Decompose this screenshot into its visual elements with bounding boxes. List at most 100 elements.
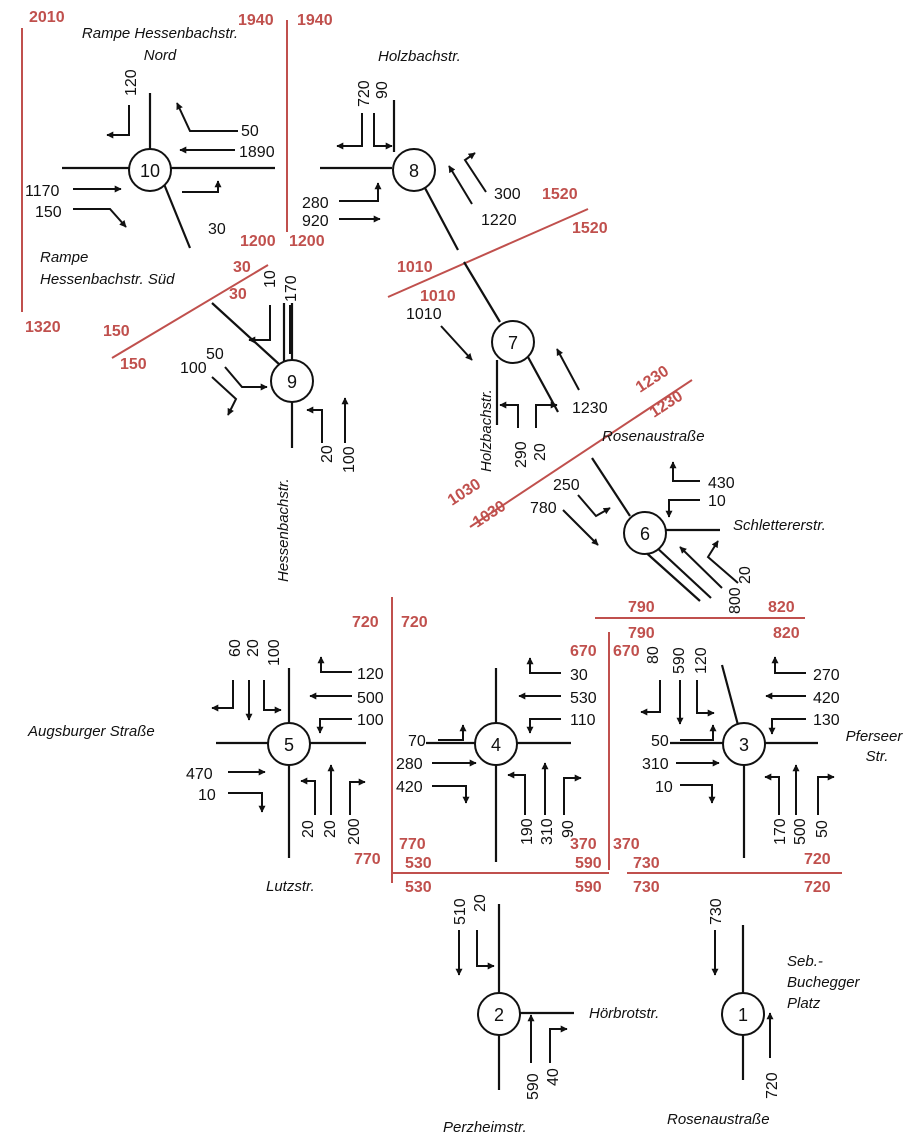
flow-3-w-right: 270 [813, 667, 840, 684]
arrow-6-se-b [706, 540, 739, 584]
total-1200-a: 1200 [240, 233, 276, 250]
total-2010: 2010 [29, 9, 65, 26]
total-1320: 1320 [25, 319, 61, 336]
total-1010-b: 1010 [420, 288, 456, 305]
junction-1-label: 1 [738, 1005, 748, 1025]
flow-4-n-straight: 310 [539, 818, 556, 845]
junction-7-label: 7 [508, 333, 518, 353]
street-rampe-sued-1: Rampe [40, 249, 88, 266]
section-lines [21, 20, 842, 883]
street-seb-3: Platz [787, 995, 821, 1012]
flow-8-e-left: 280 [302, 195, 329, 212]
total-720-c: 720 [804, 851, 831, 868]
total-370-a: 370 [570, 836, 597, 853]
arrow-9-n-left [306, 406, 323, 443]
street-rampe-nord-2: Nord [144, 47, 177, 64]
street-schlettererstr: Schlettererstr. [733, 517, 826, 534]
flow-3-w-left: 130 [813, 712, 840, 729]
arrow-5-s-left [263, 680, 282, 714]
flow-4-w-straight: 530 [570, 690, 597, 707]
flow-4-w-left: 110 [570, 712, 596, 729]
flow-5-s-left: 100 [266, 639, 283, 666]
flow-values: 120 50 1890 1170 150 30 720 90 300 1220 … [25, 69, 840, 1100]
flow-2-s-straight: 510 [452, 898, 469, 925]
total-30-b: 30 [229, 286, 247, 303]
arrow-7-out [556, 348, 580, 391]
total-590-b: 590 [575, 879, 602, 896]
arrow-3-e-right [680, 784, 716, 804]
flow-7-s-right: 20 [532, 443, 549, 461]
junction-6: 6 [623, 511, 667, 555]
roads [62, 93, 818, 1090]
flow-2-n-right: 40 [545, 1068, 562, 1086]
flow-8-n-straight: 300 [494, 186, 521, 203]
flow-8-e-straight: 920 [302, 213, 329, 230]
arrow-9-s-right [248, 305, 271, 344]
total-730-b: 730 [633, 879, 660, 896]
flow-7-out: 1230 [572, 400, 608, 417]
flow-10-e-straight: 1170 [25, 183, 60, 200]
street-rosenaustrasse-bottom: Rosenaustraße [667, 1111, 770, 1128]
arrow-5-w-left [316, 718, 352, 734]
total-1030-b: 1030 [470, 498, 509, 532]
arrow-9-e-right [211, 376, 238, 416]
flow-6-n-left: 10 [708, 493, 726, 510]
flow-9-e-left: 50 [206, 346, 224, 363]
street-labels: Rampe Hessenbachstr. Nord Holzbachstr. R… [27, 25, 903, 1136]
flow-3-n-right: 50 [814, 820, 831, 838]
total-790-b: 790 [628, 625, 655, 642]
total-1010-a: 1010 [397, 259, 433, 276]
section-line-7-6 [469, 379, 693, 528]
arrow-3-s-left [696, 680, 715, 717]
flow-5-w-left: 100 [357, 712, 384, 729]
junction-2-label: 2 [494, 1005, 504, 1025]
total-30-a: 30 [233, 259, 251, 276]
arrow-5-e-right [228, 792, 266, 813]
flow-6-w-right: 780 [530, 500, 557, 517]
arrow-7-s-right [535, 401, 558, 428]
arrow-8-n-straight [463, 152, 487, 193]
flow-5-w-straight: 500 [357, 690, 384, 707]
total-1940-a: 1940 [238, 12, 274, 29]
junction-9-label: 9 [287, 372, 297, 392]
arrow-10-w-right [182, 180, 222, 193]
junction-nodes: 10 8 9 7 6 5 4 3 2 1 [128, 148, 766, 1036]
junction-6-label: 6 [640, 524, 650, 544]
arrow-2-s-left [476, 930, 495, 970]
arrow-6-n-right [669, 461, 700, 482]
arrow-10-w-left [176, 102, 238, 132]
flow-5-e-straight: 470 [186, 766, 213, 783]
arrow-2-n-right [549, 1025, 568, 1063]
total-370-b: 370 [613, 836, 640, 853]
total-1200-b: 1200 [289, 233, 325, 250]
street-holzbachstr-side: Holzbachstr. [478, 389, 495, 472]
arrow-8-s-right [336, 113, 363, 150]
arrow-5-s-right [211, 680, 234, 712]
total-730-a: 730 [633, 855, 660, 872]
arrow-7-in [440, 325, 473, 361]
arrow-10-s-left [106, 105, 130, 139]
flow-3-n-straight: 500 [792, 818, 809, 845]
section-line-8-7 [387, 208, 589, 298]
street-hessenbachstr: Hessenbachstr. [275, 478, 292, 582]
flow-10-w-left: 50 [241, 123, 259, 140]
street-holzbachstr-top: Holzbachstr. [378, 48, 461, 65]
arrow-6-se-a [679, 546, 723, 589]
street-rosenaustrasse-top: Rosenaustraße [602, 428, 705, 445]
arrow-4-e-left [438, 724, 467, 741]
flow-2-n-straight: 590 [525, 1073, 542, 1100]
arrow-3-e-left [680, 724, 717, 741]
arrow-4-n-right [563, 774, 582, 815]
street-rampe-nord-1: Rampe Hessenbachstr. [82, 25, 238, 42]
flow-5-n-left: 20 [300, 820, 317, 838]
arrow-5-n-right [349, 778, 366, 815]
flow-1-s-straight: 730 [708, 898, 725, 925]
total-150-b: 150 [120, 356, 147, 373]
flow-10-e-right: 150 [35, 204, 62, 221]
flow-5-w-right: 120 [357, 666, 384, 683]
flow-5-n-right: 200 [346, 818, 363, 845]
total-720-d: 720 [804, 879, 831, 896]
flow-2-s-left: 20 [472, 894, 489, 912]
junction-5: 5 [267, 722, 311, 766]
